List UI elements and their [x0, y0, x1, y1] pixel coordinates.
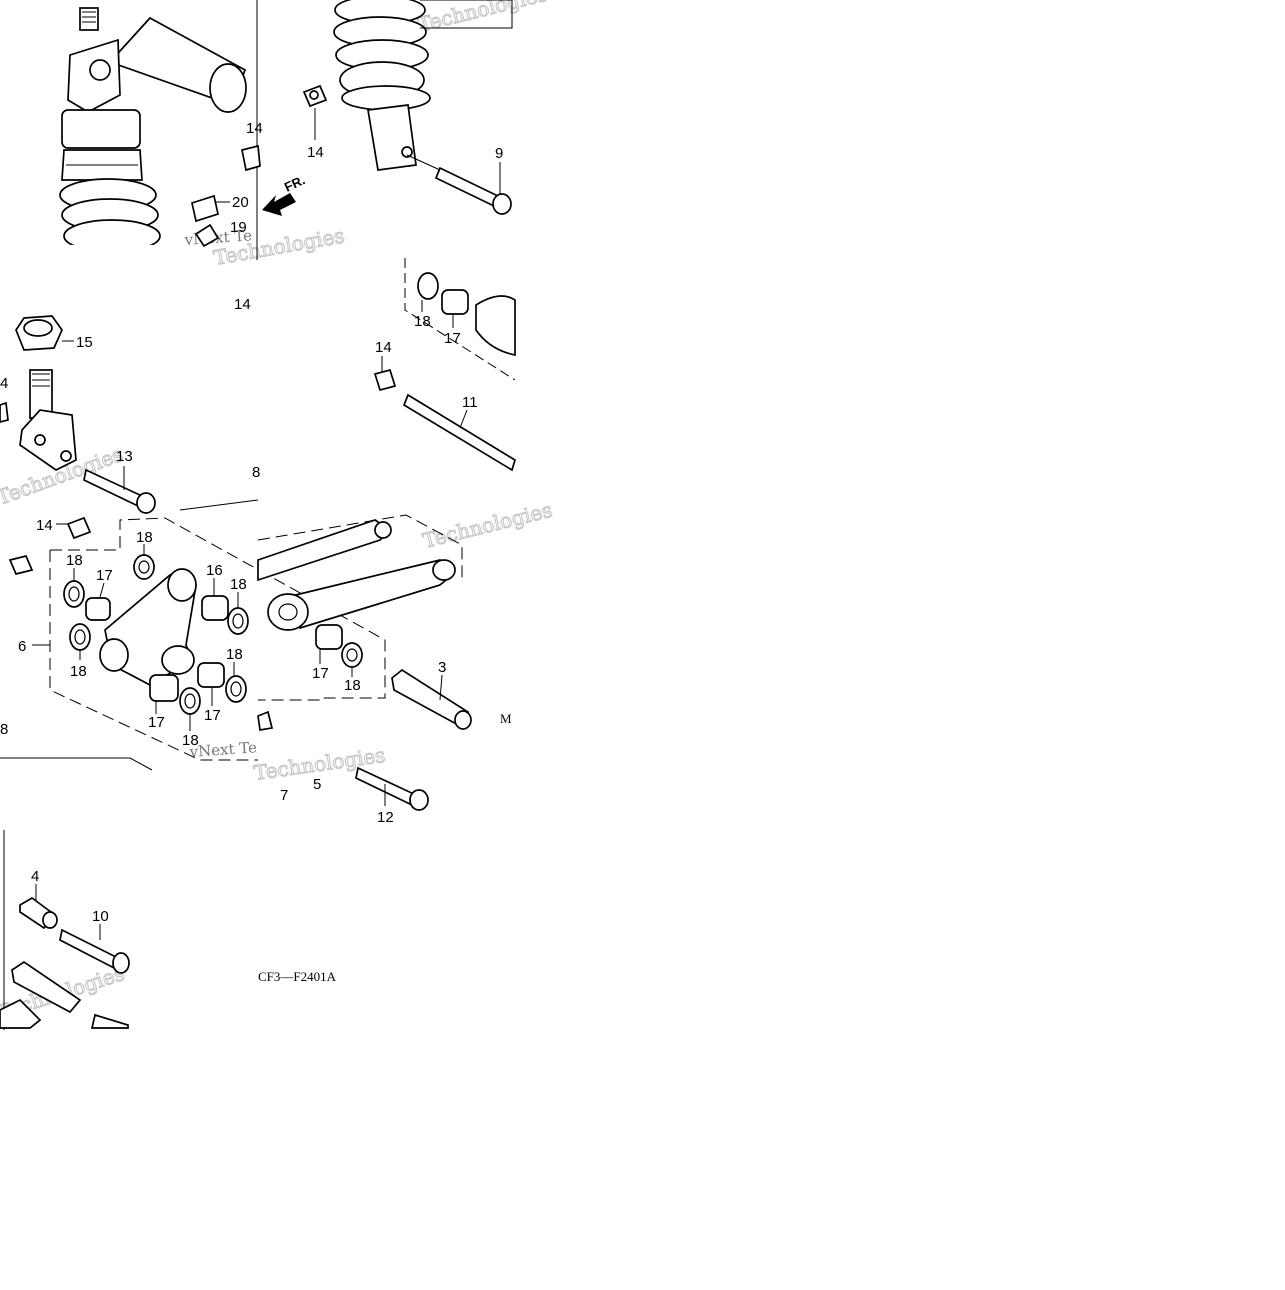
- diagram-reference-code: CF3—F2401A: [258, 969, 337, 984]
- label-14-mid-top: 14: [234, 296, 251, 313]
- label-4-bottom: 4: [31, 868, 39, 885]
- label-6: 6: [18, 638, 26, 655]
- label-15: 15: [76, 334, 93, 351]
- bolt-13: [83, 468, 156, 514]
- shock-absorber-right: [333, 0, 513, 171]
- cap-14-top-left: [241, 144, 261, 172]
- label-8-top: 8: [252, 464, 260, 481]
- label-18-link-lower: 18: [70, 663, 87, 680]
- label-17-link-left: 17: [96, 567, 113, 584]
- label-8-left: 8: [0, 721, 8, 738]
- front-arrow-indicator: FR.: [262, 172, 307, 216]
- bearings: [63, 554, 274, 731]
- label-18-link-lower-right: 18: [226, 646, 243, 663]
- watermark-1: Technologies: [415, 0, 549, 37]
- label-12: 12: [377, 809, 394, 826]
- label-18-link-left: 18: [66, 552, 83, 569]
- watermark-3: Technologies: [420, 498, 554, 553]
- swingarm-pivot: [404, 258, 516, 381]
- label-7: 7: [280, 787, 288, 804]
- mount-bracket: [19, 369, 77, 471]
- label-18-rod: 18: [344, 677, 361, 694]
- collar-4: [19, 896, 58, 930]
- cap-14-mid: [66, 516, 92, 540]
- label-17-link-bottom-right: 17: [204, 707, 221, 724]
- nut-15: [15, 315, 63, 351]
- label-18-link-right: 18: [230, 576, 247, 593]
- cap-14-left-top: [0, 401, 9, 423]
- label-14-pivot: 14: [375, 339, 392, 356]
- label-14-right-cap: 14: [307, 144, 324, 161]
- cap-14-left-edge: [8, 554, 34, 576]
- bolt-10: [59, 928, 130, 974]
- label-9: 9: [495, 145, 503, 162]
- label-18-link-bottom: 18: [182, 732, 199, 749]
- front-arrow-label: FR.: [282, 172, 307, 194]
- label-14-link: 14: [36, 517, 53, 534]
- linkage-box-outline: [49, 499, 463, 761]
- label-17-pivot: 17: [444, 330, 461, 347]
- label-19: 19: [230, 219, 247, 236]
- pin-3: [391, 668, 472, 730]
- cap-14-top-right: [302, 84, 328, 108]
- label-4-top: 4: [0, 375, 8, 392]
- label-17-link-bottom: 17: [148, 714, 165, 731]
- shock-link-6: [99, 568, 197, 686]
- part-20-shape: [191, 194, 219, 223]
- connecting-rod-8: [257, 519, 456, 631]
- lower-panel-line: [0, 757, 153, 771]
- label-11: 11: [462, 394, 478, 411]
- label-3: 3: [438, 659, 446, 676]
- label-16: 16: [206, 562, 223, 579]
- label-14-top-cap: 14: [246, 120, 263, 137]
- label-20: 20: [232, 194, 249, 211]
- label-17-rod: 17: [312, 665, 329, 682]
- part-labels: 14 14 9 20 19 14 15 4 18 17 14 11 13 8 1…: [0, 120, 512, 925]
- watermark-prefix-2: vNext Te: [188, 738, 258, 761]
- cap-14-right-mid: [373, 368, 397, 392]
- bolt-9: [406, 154, 512, 215]
- label-5: 5: [313, 776, 321, 793]
- label-10: 10: [92, 908, 109, 925]
- bolt-12: [355, 766, 429, 811]
- leader-lines: [32, 108, 501, 940]
- shock-absorber-left: [59, 7, 247, 257]
- part-19-shape: [194, 223, 220, 248]
- shaft-11: [402, 393, 517, 472]
- bearings-right: [315, 624, 363, 668]
- label-m-cutoff: M: [500, 711, 512, 726]
- label-18-link-top: 18: [136, 529, 153, 546]
- lower-shaft-parts: [0, 960, 129, 1029]
- label-13: 13: [116, 448, 133, 465]
- label-18-pivot: 18: [414, 313, 431, 330]
